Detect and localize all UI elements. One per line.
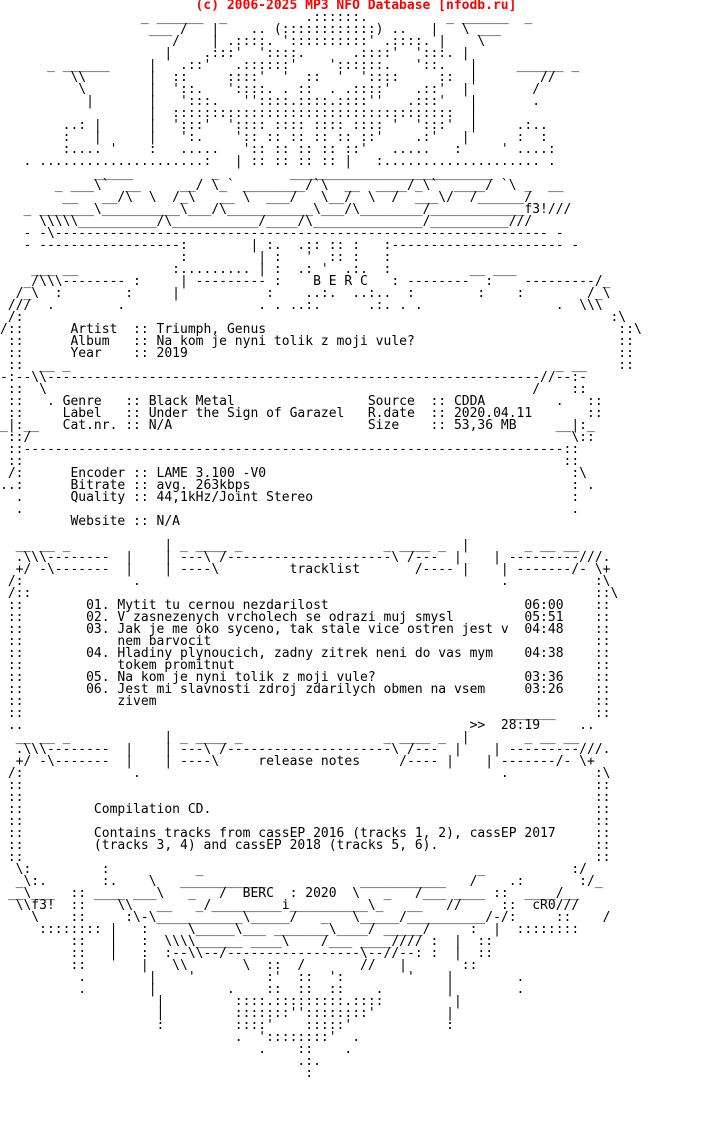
nfo-ascii-art-text: _ ______ _ .::::::. _ ______ _ ___ / | .… bbox=[0, 12, 642, 1080]
nfodb-credit-header: (c) 2006-2025 MP3 NFO Database [nfodb.ru… bbox=[195, 0, 517, 13]
